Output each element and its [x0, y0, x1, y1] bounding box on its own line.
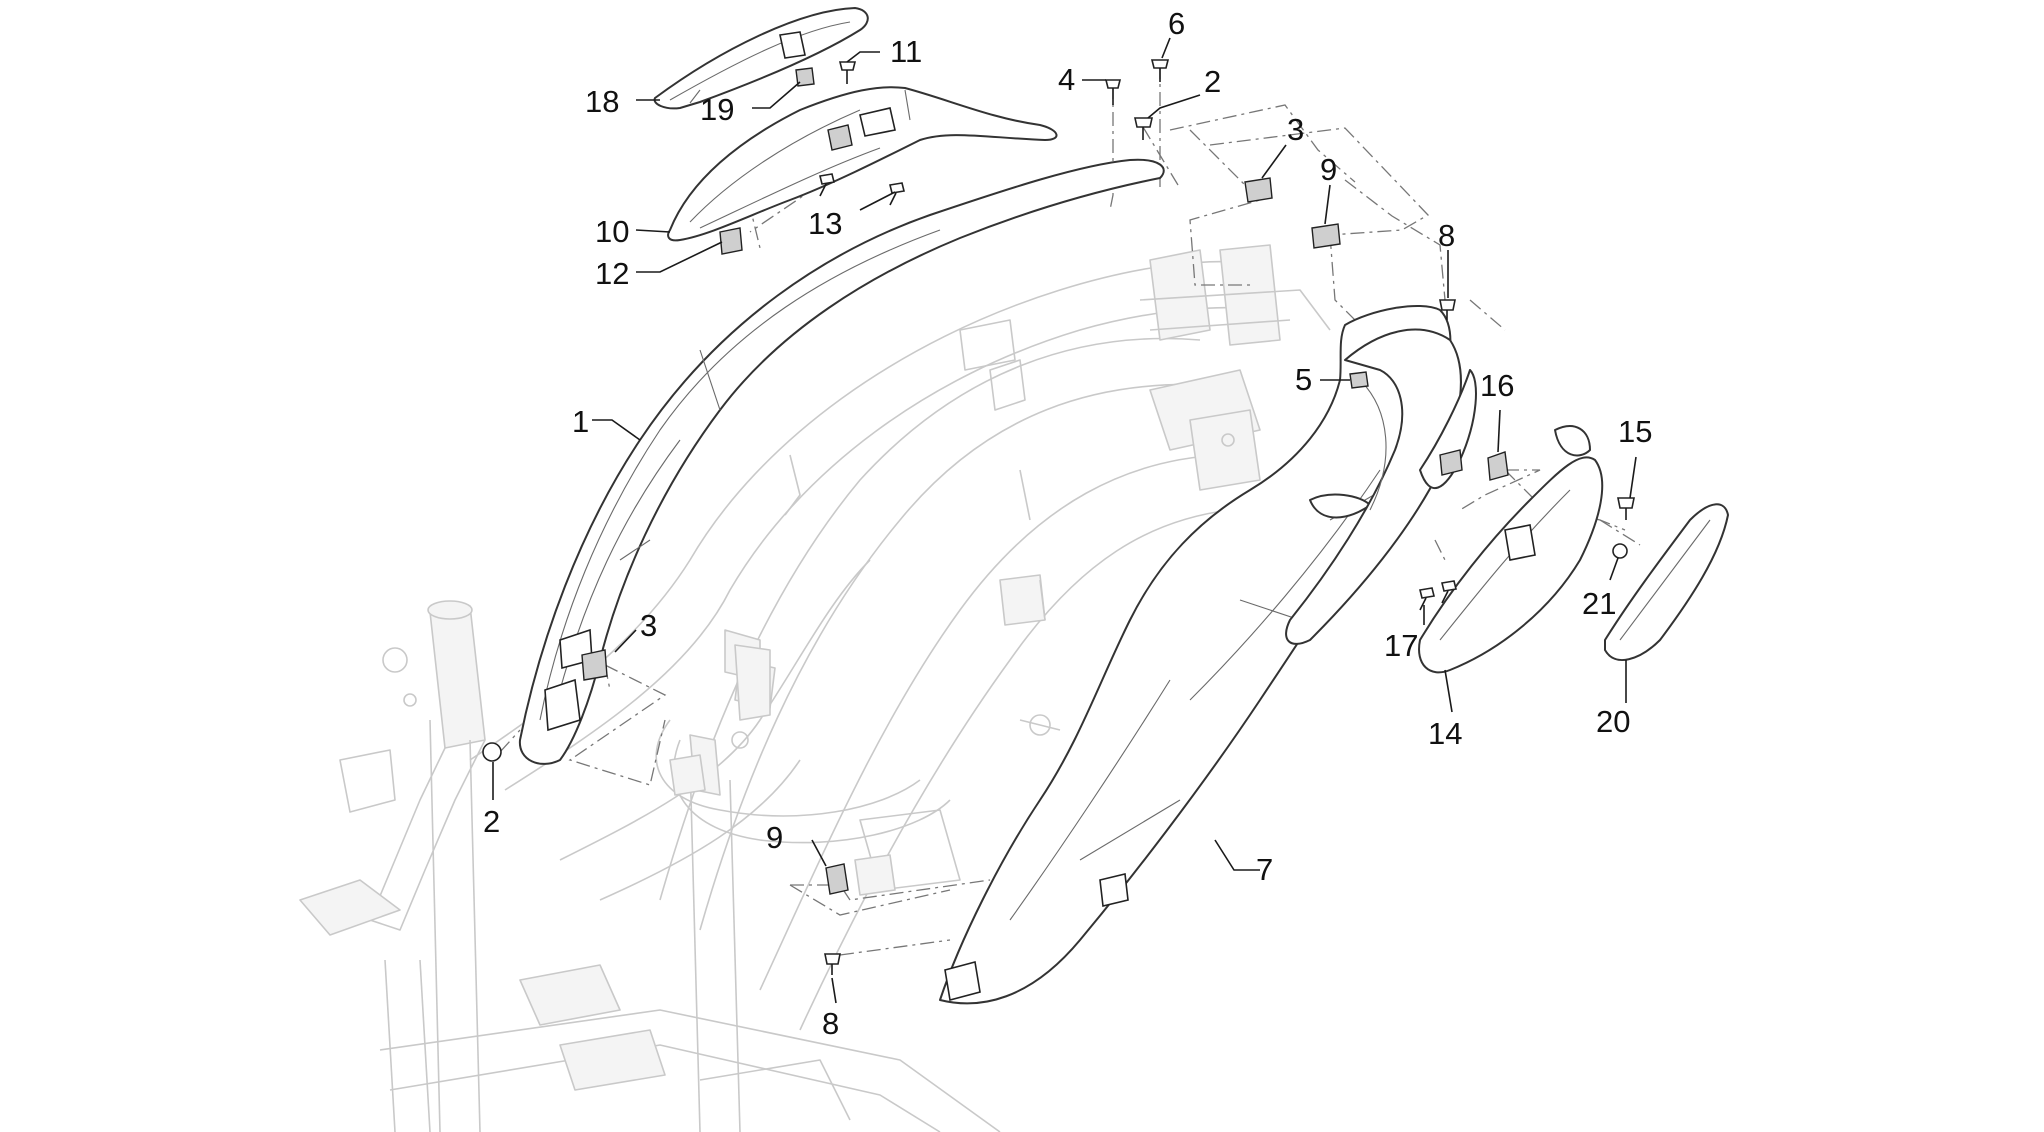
- callout-17: 17: [1384, 628, 1418, 663]
- part-10-upper-trim: [667, 86, 1058, 242]
- callout-labels: 18 19 11 4 6 2 3 9 8 10 13 12 5 16 15 1 …: [483, 6, 1652, 1041]
- scooter-frame: [299, 244, 1331, 1132]
- callout-18: 18: [585, 84, 619, 119]
- callout-leaders: [492, 37, 1637, 1004]
- callout-12: 12: [595, 256, 629, 291]
- callout-2-top: 2: [1204, 64, 1221, 99]
- callout-6: 6: [1168, 6, 1185, 41]
- callout-11: 11: [890, 34, 922, 69]
- callout-21: 21: [1582, 586, 1616, 621]
- callout-14: 14: [1428, 716, 1462, 751]
- callout-20: 20: [1596, 704, 1630, 739]
- callout-1: 1: [572, 404, 589, 439]
- callout-2-left: 2: [483, 804, 500, 839]
- callout-15: 15: [1618, 414, 1652, 449]
- part-18-rear-handle-cap: [653, 7, 869, 110]
- callout-3-top: 3: [1287, 112, 1304, 147]
- callout-8-right: 8: [1438, 218, 1455, 253]
- callout-3-left: 3: [640, 608, 657, 643]
- callout-9-top: 9: [1320, 152, 1337, 187]
- fasteners: [482, 59, 1635, 975]
- callout-4: 4: [1058, 62, 1075, 97]
- assembly-guide-lines: [499, 65, 1641, 956]
- part-1-left-side-panel: [518, 158, 1165, 765]
- callout-13: 13: [808, 206, 842, 241]
- part-14-tail-light-housing: [1418, 425, 1604, 674]
- callout-16: 16: [1480, 368, 1514, 403]
- part-rear-inner-panel: [1285, 328, 1477, 645]
- callout-10: 10: [595, 214, 629, 249]
- callout-8-lower: 8: [822, 1006, 839, 1041]
- callout-7: 7: [1256, 852, 1273, 887]
- callout-19: 19: [700, 92, 734, 127]
- callout-9-lower: 9: [766, 820, 783, 855]
- part-20-side-reflector: [1604, 503, 1729, 661]
- callout-5: 5: [1295, 362, 1312, 397]
